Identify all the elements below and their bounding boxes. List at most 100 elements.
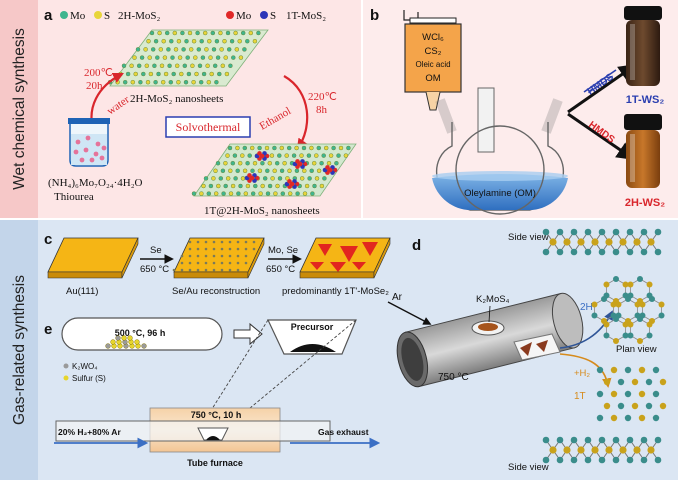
ar-arrow — [387, 301, 432, 325]
legend-mo-1t: Mo — [236, 10, 252, 22]
sheet-1t2h-atoms — [191, 145, 351, 196]
phase-2h-label: 2H — [580, 302, 593, 313]
legend-1t-label: 1T-MoS₂ — [286, 10, 326, 22]
se-au-plate — [172, 237, 265, 279]
ar-label: Ar — [392, 292, 403, 303]
panel-b-letter: b — [370, 7, 379, 24]
precursor-boat — [267, 319, 357, 355]
left-bar-top — [0, 0, 38, 218]
reagent-2: Thiourea — [54, 191, 94, 203]
legend-sulfur-dot — [63, 375, 69, 381]
panel-d: d Ar K₂MoS₄ 750 °C 2H +H₂ 1T Side view P… — [387, 228, 667, 473]
syringe-cs2: CS₂ — [425, 46, 442, 57]
step1-se: Se — [150, 245, 162, 256]
precursor-label: Precursor — [291, 322, 334, 332]
crystal-2 — [536, 340, 548, 352]
left-bar-bottom — [0, 220, 38, 480]
product-2h-ws2: 2H-WS₂ — [625, 197, 665, 209]
side-view-bottom-label: Side view — [508, 462, 549, 473]
cond-right-temp: 220℃ — [308, 91, 337, 103]
flask-label: Oleylamine (OM) — [464, 188, 536, 199]
label-mose2: predominantly 1T'-MoSe₂ — [282, 286, 389, 297]
sealed-tube — [61, 317, 223, 351]
k2mos4-label: K₂MoS₄ — [476, 294, 510, 305]
k2mos4-pointer — [488, 305, 491, 323]
syringe-wcl6: WCl₆ — [422, 32, 444, 43]
arrow-to-2h — [567, 112, 635, 161]
label-gas-synthesis: Gas-related synthesis — [11, 275, 28, 425]
precursor-pile — [105, 335, 147, 349]
hmds-strike — [583, 69, 617, 93]
au-plate — [47, 237, 139, 279]
syringe — [403, 10, 462, 111]
arrow-to-1t — [567, 63, 637, 114]
arrow-ethanol — [283, 75, 309, 150]
panel-e: e 500 °C, 96 h K₂WO₄ Sulfur (S) Precurso… — [44, 317, 381, 468]
sheet-1t2h-label: 1T@2H-MoS₂ nanosheets — [204, 205, 320, 217]
legend-k2wo4: K₂WO₄ — [72, 362, 97, 371]
panel-e-letter: e — [44, 321, 52, 338]
solvothermal-box — [165, 116, 251, 138]
label-wet-synthesis: Wet chemical synthesis — [11, 28, 28, 190]
label-au111: Au(111) — [66, 286, 98, 297]
beaker — [68, 118, 110, 167]
gas-exhaust-label: Gas exhaust — [318, 427, 369, 437]
small-boat — [197, 427, 229, 441]
beaker-particles — [73, 135, 107, 163]
side-view-bottom-lattice — [542, 436, 662, 464]
legend-k2wo4-dot — [63, 363, 69, 369]
furnace-label: Tube furnace — [187, 458, 243, 468]
legend-s-2h: S — [104, 10, 110, 22]
panel-c-letter: c — [44, 231, 52, 248]
plan-view-label: Plan view — [616, 344, 657, 355]
side-view-top-lattice — [542, 228, 662, 256]
panel-c: c Au(111) Se 650 °C Se/Au reconstruction… — [44, 231, 391, 297]
h2-label: +H₂ — [574, 368, 590, 379]
quartz-tube — [55, 420, 331, 442]
temp-label: 750 °C — [438, 372, 469, 383]
sheet-2h-atoms — [107, 30, 261, 85]
three-neck-flask — [432, 87, 568, 215]
label-se-au: Se/Au reconstruction — [172, 286, 260, 297]
sheet-2h-label: 2H-MoS₂ nanosheets — [130, 93, 223, 105]
small-boat-material — [206, 436, 220, 440]
legend-s-1t: S — [270, 10, 276, 22]
legend-s-2h-dot — [94, 11, 102, 19]
legend-s-1t-dot — [260, 11, 268, 19]
precursor-material — [290, 344, 336, 352]
legend-mo-2h: Mo — [70, 10, 86, 22]
step1-temp: 650 °C — [140, 264, 169, 275]
syringe-om: OM — [425, 73, 440, 84]
reaction-tube — [396, 292, 584, 388]
plan-view-2h-lattice — [591, 276, 665, 344]
syringe-oleic: Oleic acid — [415, 60, 450, 69]
reagent-1: (NH₄)₆Mo₇O₂₄·4H₂O — [48, 177, 143, 189]
legend-mo-2h-dot — [60, 11, 68, 19]
furnace-condition: 750 °C, 10 h — [191, 410, 242, 420]
crucible-content — [478, 323, 498, 331]
legend-2h-label: 2H-MoS₂ — [118, 10, 161, 22]
panel-d-letter: d — [412, 237, 421, 254]
legend-sulfur: Sulfur (S) — [72, 374, 106, 383]
side-view-top-label: Side view — [508, 232, 549, 243]
solvothermal-label: Solvothermal — [176, 120, 241, 134]
boat-condition: 500 °C, 96 h — [115, 328, 166, 338]
mose2-plate — [299, 237, 391, 279]
cond-right-time: 8h — [316, 104, 328, 116]
panel-a: a Mo S 2H-MoS₂ Mo S 1T-MoS₂ 2H-MoS₂ nano… — [44, 7, 357, 217]
phase-1t-label: 1T — [574, 391, 586, 402]
step2-temp: 650 °C — [266, 264, 295, 275]
step2-mose: Mo, Se — [268, 245, 298, 256]
cond-left-time: 20h — [86, 80, 103, 92]
se-atoms — [172, 240, 256, 272]
vial-2h — [624, 114, 662, 188]
gas-inlet-label: 20% H₂+80% Ar — [58, 427, 121, 437]
product-1t-ws2: 1T-WS₂ — [626, 94, 665, 106]
cond-left-temp: 200℃ — [84, 67, 113, 79]
panel-b: b WCl₆ CS₂ Oleic acid OM Oleylamine (OM)… — [370, 6, 665, 215]
legend-mo-1t-dot — [226, 11, 234, 19]
panel-a-letter: a — [44, 7, 53, 24]
plan-view-1t-lattice — [596, 366, 667, 422]
crystal-1 — [520, 342, 532, 356]
